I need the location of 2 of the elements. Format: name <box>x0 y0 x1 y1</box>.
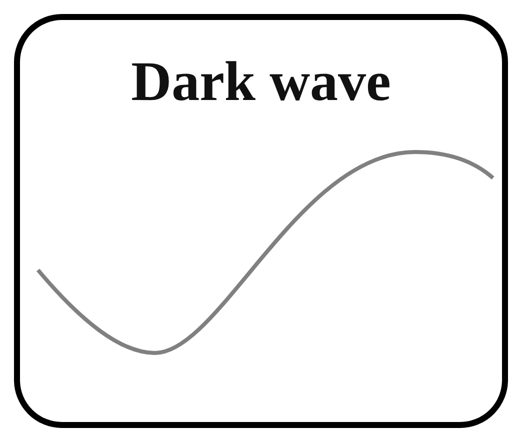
title: Dark wave <box>130 50 392 114</box>
rounded-frame <box>14 14 508 428</box>
